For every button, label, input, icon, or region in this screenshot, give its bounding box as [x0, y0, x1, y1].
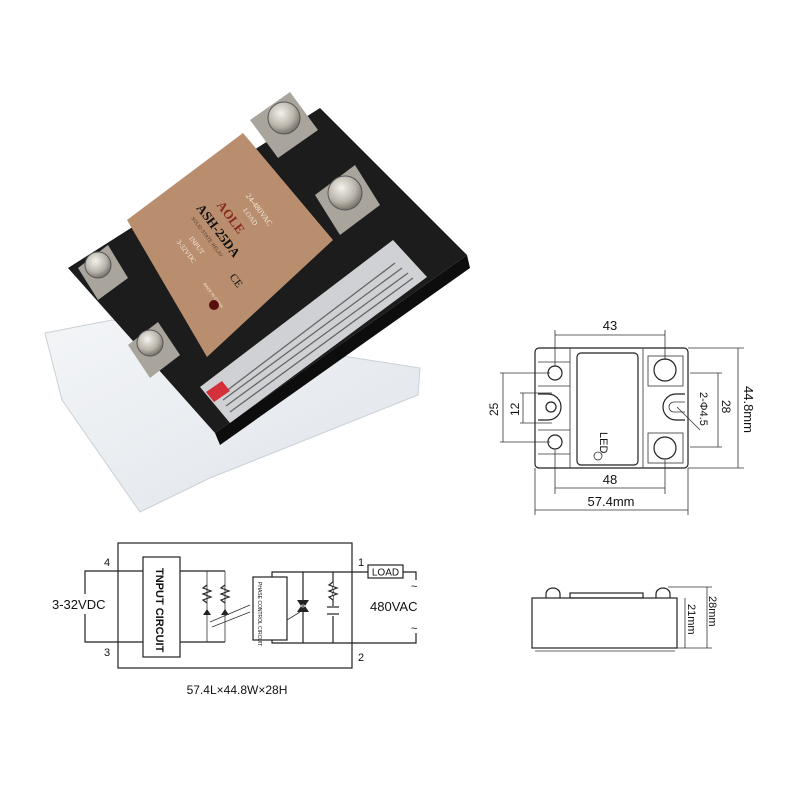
ac-symbol-top: ~	[411, 581, 417, 593]
label-plate	[127, 133, 333, 357]
ac-symbol-bottom: ~	[411, 623, 417, 635]
pin-3: 3	[104, 647, 110, 659]
circuit-diagram: TNPUT CIRCUIT 3-32VDC 4 3 PHASE CONTROL …	[52, 542, 417, 697]
snubber-resistor-icon	[327, 581, 339, 601]
pin-4: 4	[104, 557, 110, 569]
led-symbol	[593, 451, 603, 461]
dim-44-8mm: 44.8mm	[741, 386, 756, 433]
led-indicator	[209, 300, 219, 310]
dim-25: 25	[487, 402, 501, 416]
relay-body-side	[215, 255, 470, 445]
dim-48: 48	[603, 472, 617, 487]
dimensions-caption: 57.4L×44.8W×28H	[187, 683, 288, 697]
phase-control-label: PHASE CONTROL CIRCUIT	[256, 582, 262, 646]
output-voltage-label: 480VAC	[370, 599, 417, 614]
relay-photo: 24-480VAC LOAD AOLE ASH-25DA SOLID STATE…	[44, 92, 470, 513]
dim-28: 28	[719, 400, 733, 414]
pin-1: 1	[358, 557, 364, 569]
input-terminal-screw	[128, 322, 180, 378]
dim-21mm: 21mm	[685, 604, 697, 635]
triac-icon	[297, 600, 309, 612]
red-indicator-patch	[206, 381, 230, 402]
load-terminal-screw	[250, 92, 318, 158]
screw-head	[545, 587, 561, 598]
spec-sticker	[200, 240, 427, 423]
phase-control-block	[252, 576, 288, 641]
dim-12: 12	[508, 402, 522, 416]
input-voltage-label: 3-32VDC	[52, 597, 105, 612]
dim-43: 43	[603, 318, 617, 333]
led-label: LED	[597, 432, 609, 453]
dim-57-4mm: 57.4mm	[588, 494, 635, 509]
optocoupler-icon	[209, 604, 251, 628]
led-window	[576, 352, 639, 466]
dim-hole: 2-Φ4.5	[697, 392, 709, 426]
input-circuit-block	[142, 556, 181, 658]
resistor-icon	[201, 584, 231, 604]
side-view-drawing: 28mm 21mm	[531, 586, 718, 652]
load-label: LOAD	[372, 568, 399, 579]
input-terminal-screw	[78, 245, 128, 300]
pin-2: 2	[358, 652, 364, 664]
dim-28mm: 28mm	[706, 596, 718, 627]
input-circuit-label: TNPUT CIRCUIT	[153, 568, 165, 653]
spec-sticker-text	[222, 262, 414, 413]
screw-head	[655, 587, 671, 598]
top-view-drawing: LED 43 48 57.4mm 44.8mm 28 2-Φ4.5 25 12	[487, 318, 756, 515]
load-terminal-screw	[315, 165, 380, 235]
